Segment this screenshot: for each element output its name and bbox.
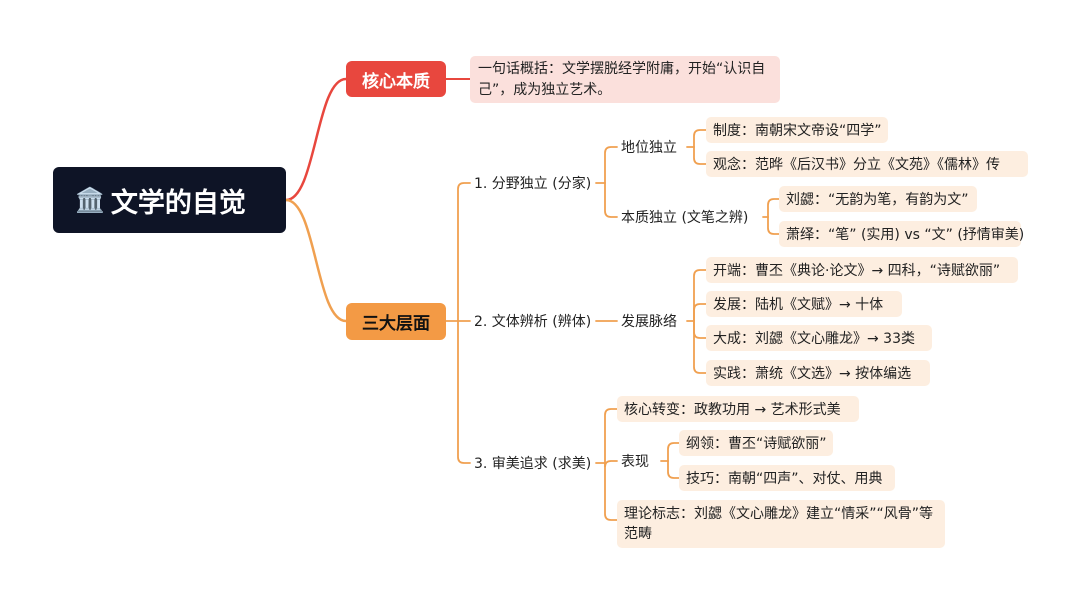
link-development-branch-2 (693, 320, 707, 339)
link-b3-branch-2 (604, 462, 618, 521)
essence-independence[interactable]: 本质独立 (文笔之辨) (621, 210, 749, 226)
essence-item-xiaoyi[interactable]: 萧绎：“笔” (实用) vs “文” (抒情审美) (779, 221, 1024, 247)
status-item-concept[interactable]: 观念：范晔《后汉书》分立《文苑》《儒林》传 (706, 151, 1028, 177)
core-shift[interactable]: 核心转变：政教功用 → 艺术形式美 (617, 396, 859, 422)
branch-independence[interactable]: 1. 分野独立 (分家) (474, 176, 592, 192)
development-item-practice[interactable]: 实践：萧统《文选》→ 按体编选 (706, 360, 930, 386)
link-b3-branch-0 (604, 408, 618, 464)
three-levels-node[interactable]: 三大层面 (346, 303, 446, 340)
root-title: 文学的自觉 (110, 187, 246, 219)
link-essence-branch-0 (767, 198, 781, 218)
expression-item-principle[interactable]: 纲领：曹丕“诗赋欲丽” (679, 430, 833, 456)
link-expression-branch-0 (667, 442, 681, 462)
expression-node[interactable]: 表现 (621, 454, 649, 470)
status-independence[interactable]: 地位独立 (621, 140, 677, 156)
development-item-culmination[interactable]: 大成：刘勰《文心雕龙》→ 33类 (706, 325, 932, 351)
development-thread[interactable]: 发展脉络 (621, 314, 677, 330)
link-levels-branch-0 (457, 182, 471, 322)
link-essence-branch-1 (767, 216, 781, 235)
expression-item-technique[interactable]: 技巧：南朝“四声”、对仗、用典 (679, 465, 895, 491)
link-development-branch-1 (693, 303, 707, 322)
core-essence-node[interactable]: 核心本质 (346, 61, 446, 97)
link-b3-branch-1 (604, 460, 618, 468)
development-item-start[interactable]: 开端：曹丕《典论·论文》→ 四科，“诗赋欲丽” (706, 257, 1018, 283)
core-summary-note[interactable]: 一句话概括：文学摆脱经学附庸，开始“认识自己”，成为独立艺术。 (470, 56, 780, 103)
link-development-branch-0 (693, 269, 707, 322)
link-b1-branch-1 (604, 182, 618, 218)
link-levels-branch-2 (457, 320, 471, 464)
development-item-growth[interactable]: 发展：陆机《文赋》→ 十体 (706, 291, 902, 317)
link-development-branch-3 (693, 320, 707, 374)
essence-item-liuxie[interactable]: 刘勰：“无韵为笔，有韵为文” (779, 186, 977, 212)
link-root-levels (284, 198, 348, 323)
theory-marker[interactable]: 理论标志：刘勰《文心雕龙》建立“情采”“风骨”等范畴 (617, 500, 945, 548)
link-status-branch-1 (693, 146, 707, 165)
link-expression-branch-1 (667, 460, 681, 479)
classical-building-icon: 🏛️ (75, 186, 105, 214)
status-item-system[interactable]: 制度：南朝宋文帝设“四学” (706, 117, 888, 143)
root-node[interactable]: 🏛️ 文学的自觉 (53, 167, 286, 233)
link-root-core (284, 77, 348, 202)
branch-genre[interactable]: 2. 文体辨析 (辨体) (474, 314, 592, 330)
link-status-branch-0 (693, 129, 707, 148)
branch-aesthetic[interactable]: 3. 审美追求 (求美) (474, 456, 592, 472)
link-b1-branch-0 (604, 146, 618, 184)
